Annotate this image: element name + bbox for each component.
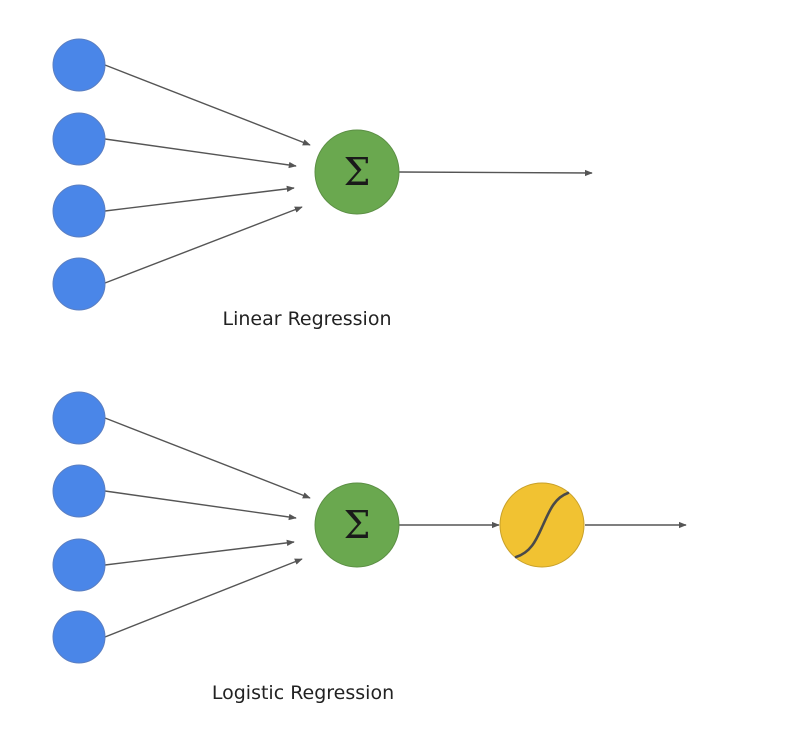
linear-edge-4 [104, 206, 303, 284]
logistic-input-node-4 [52, 610, 106, 664]
logistic-sum-node [314, 482, 400, 568]
linear-regression-diagram: Σ Linear Regression [52, 38, 593, 330]
linear-edge-3 [104, 185, 295, 212]
logistic-edge-4 [104, 558, 303, 638]
logistic-sigma-symbol: Σ [344, 503, 371, 547]
linear-sigma-symbol: Σ [344, 150, 371, 194]
logistic-input-node-2 [52, 464, 106, 518]
linear-edge-2 [104, 138, 297, 169]
sigmoid-icon [514, 491, 570, 559]
linear-sum-node [314, 129, 400, 215]
logistic-edge-1 [104, 417, 311, 499]
linear-input-node-2 [52, 112, 106, 166]
linear-input-node-1 [52, 38, 106, 92]
linear-output-arrow [397, 169, 593, 177]
logistic-input-node-1 [52, 391, 106, 445]
logistic-edge-2 [104, 490, 297, 521]
logistic-caption: Logistic Regression [212, 682, 394, 704]
linear-caption: Linear Regression [222, 308, 391, 330]
linear-edge-1 [104, 64, 311, 146]
logistic-regression-diagram: Σ Logistic Regression [52, 391, 687, 704]
linear-input-node-4 [52, 257, 106, 311]
logistic-edge-3 [104, 539, 295, 566]
logistic-edges [104, 417, 687, 638]
linear-input-node-3 [52, 184, 106, 238]
logistic-activation-node [499, 482, 585, 568]
logistic-input-node-3 [52, 538, 106, 592]
linear-edges [104, 64, 593, 284]
